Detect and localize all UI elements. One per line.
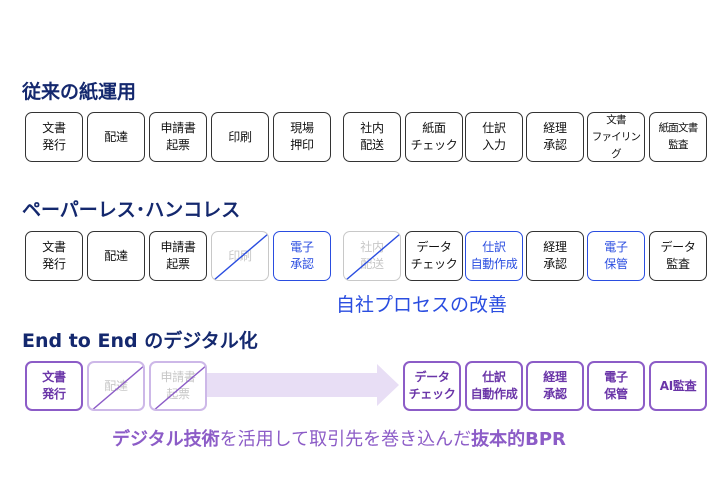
step-delivery: 配達 — [87, 231, 145, 281]
step-onsite-stamp: 現場 押印 — [273, 112, 331, 162]
step-internal-delivery: 社内 配送 — [343, 112, 401, 162]
strike-line — [154, 365, 205, 409]
step-printing-removed: 印刷 — [211, 231, 269, 281]
step-accounting-approval: 経理 承認 — [526, 361, 584, 411]
caption-process-improvement: 自社プロセスの改善 — [336, 294, 508, 316]
step-accounting-approval: 経理 承認 — [526, 231, 584, 281]
section-title-paperless: ペーパーレス･ハンコレス — [22, 199, 241, 221]
step-electronic-storage: 電子 保管 — [587, 361, 645, 411]
strike-line — [213, 233, 268, 280]
step-application-draft: 申請書 起票 — [149, 231, 207, 281]
caption-e2e-bpr: デジタル技術を活用して取引先を巻き込んだ抜本的BPR — [112, 425, 566, 451]
step-document-filing: 文書 ファイリング — [587, 112, 645, 162]
step-document-issue: 文書 発行 — [25, 112, 83, 162]
step-auto-journal: 仕訳 自動作成 — [465, 231, 523, 281]
step-document-issue: 文書 発行 — [25, 231, 83, 281]
step-application-draft: 申請書 起票 — [149, 112, 207, 162]
step-delivery: 配達 — [87, 112, 145, 162]
caption-part-bpr: 抜本的BPR — [471, 429, 566, 450]
step-auto-journal: 仕訳 自動作成 — [465, 361, 523, 411]
step-ai-audit: AI監査 — [649, 361, 707, 411]
caption-part-middle: を活用して取引先を巻き込んだ — [219, 429, 472, 450]
step-electronic-approval: 電子 承認 — [273, 231, 331, 281]
step-application-draft-removed: 申請書 起票 — [149, 361, 207, 411]
step-journal-entry: 仕訳 入力 — [465, 112, 523, 162]
step-delivery-removed: 配達 — [87, 361, 145, 411]
step-printing: 印刷 — [211, 112, 269, 162]
strike-line — [92, 365, 143, 409]
strike-line — [345, 233, 400, 280]
section-title-e2e: End to End のデジタル化 — [22, 330, 258, 352]
transition-arrow — [205, 364, 399, 406]
step-internal-delivery-removed: 社内 配送 — [343, 231, 401, 281]
step-paper-audit: 紙面文書 監査 — [649, 112, 707, 162]
section-title-paper: 従来の紙運用 — [22, 81, 137, 103]
step-data-check: データ チェック — [403, 361, 461, 411]
step-electronic-storage: 電子 保管 — [587, 231, 645, 281]
caption-part-digital: デジタル技術 — [112, 429, 220, 450]
step-data-audit: データ 監査 — [649, 231, 707, 281]
step-document-issue: 文書 発行 — [25, 361, 83, 411]
step-paper-check: 紙面 チェック — [405, 112, 463, 162]
step-data-check: データ チェック — [405, 231, 463, 281]
step-accounting-approval: 経理 承認 — [526, 112, 584, 162]
